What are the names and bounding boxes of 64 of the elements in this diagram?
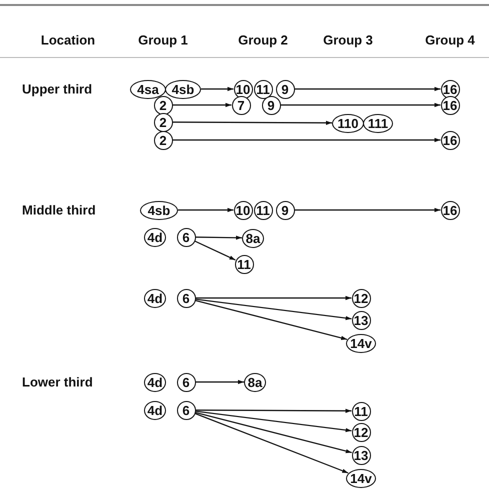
numbered-circle: 2 bbox=[154, 130, 172, 150]
column-header: Group 4 bbox=[425, 32, 475, 48]
numbered-circle: 13 bbox=[352, 310, 370, 330]
numbered-circle: 6 bbox=[176, 400, 196, 420]
arrow bbox=[294, 208, 440, 212]
arrow bbox=[195, 300, 348, 340]
column-header: Group 1 bbox=[138, 32, 188, 48]
numbered-circle: 4d bbox=[144, 228, 166, 246]
numbered-circle: 11 bbox=[254, 80, 272, 98]
arrow bbox=[194, 412, 348, 474]
numbered-circle: 16 bbox=[440, 80, 460, 98]
arrow bbox=[195, 410, 352, 432]
numbered-circle: 10 bbox=[234, 80, 252, 98]
arrow bbox=[196, 236, 242, 240]
numbered-circle: 9 bbox=[262, 96, 280, 114]
column-header: Group 3 bbox=[323, 32, 373, 48]
arrow bbox=[172, 102, 232, 108]
numbered-circle: 4sb bbox=[140, 200, 178, 220]
numbered-circle: 7 bbox=[232, 96, 250, 114]
numbered-circle: 6 bbox=[176, 288, 196, 308]
arrow bbox=[195, 412, 352, 454]
numbered-circle: 2 bbox=[154, 112, 172, 132]
arrow bbox=[172, 138, 440, 142]
numbered-circle: 12 bbox=[352, 422, 370, 442]
numbered-circle: 6 bbox=[176, 372, 196, 392]
numbered-circle: 14v bbox=[346, 334, 376, 352]
numbered-circle: 16 bbox=[440, 200, 460, 220]
arrow bbox=[201, 86, 234, 92]
numbered-circle: 4d bbox=[144, 288, 166, 308]
numbered-circle: 13 bbox=[352, 446, 370, 464]
arrow bbox=[196, 380, 244, 384]
numbered-circle: 14v bbox=[346, 468, 376, 488]
numbered-circle: 9 bbox=[276, 80, 294, 98]
numbered-circle: 11 bbox=[234, 254, 254, 274]
row-label: Upper third bbox=[22, 82, 92, 96]
numbered-circle: 6 bbox=[176, 228, 196, 246]
numbered-circle: 111 bbox=[363, 114, 393, 132]
arrow bbox=[294, 86, 440, 92]
arrow bbox=[194, 240, 236, 261]
numbered-circle: 2 bbox=[154, 96, 172, 114]
numbered-circle: 11 bbox=[352, 402, 370, 420]
numbered-circle: 110 bbox=[332, 114, 364, 132]
arrow bbox=[195, 298, 352, 320]
numbered-circle: 4d bbox=[144, 400, 166, 420]
numbered-circle: 4sb bbox=[165, 80, 201, 98]
row-label: Middle third bbox=[22, 202, 96, 218]
arrow bbox=[178, 208, 234, 212]
numbered-circle: 8a bbox=[244, 372, 266, 392]
column-header: Group 2 bbox=[238, 32, 288, 48]
row-label: Lower third bbox=[22, 374, 93, 390]
numbered-circle: 11 bbox=[254, 200, 272, 220]
arrow bbox=[196, 408, 352, 413]
column-header: Location bbox=[40, 32, 96, 48]
numbered-circle: 10 bbox=[234, 200, 252, 220]
numbered-circle: 4sa bbox=[130, 80, 166, 98]
arrow bbox=[172, 120, 332, 125]
numbered-circle: 12 bbox=[352, 288, 370, 308]
numbered-circle: 4d bbox=[144, 372, 166, 392]
numbered-circle: 9 bbox=[276, 200, 294, 220]
numbered-circle: 16 bbox=[440, 96, 460, 114]
arrow bbox=[280, 102, 440, 108]
arrow bbox=[196, 296, 352, 300]
numbered-circle: 16 bbox=[440, 130, 460, 150]
numbered-circle: 8a bbox=[242, 228, 264, 248]
